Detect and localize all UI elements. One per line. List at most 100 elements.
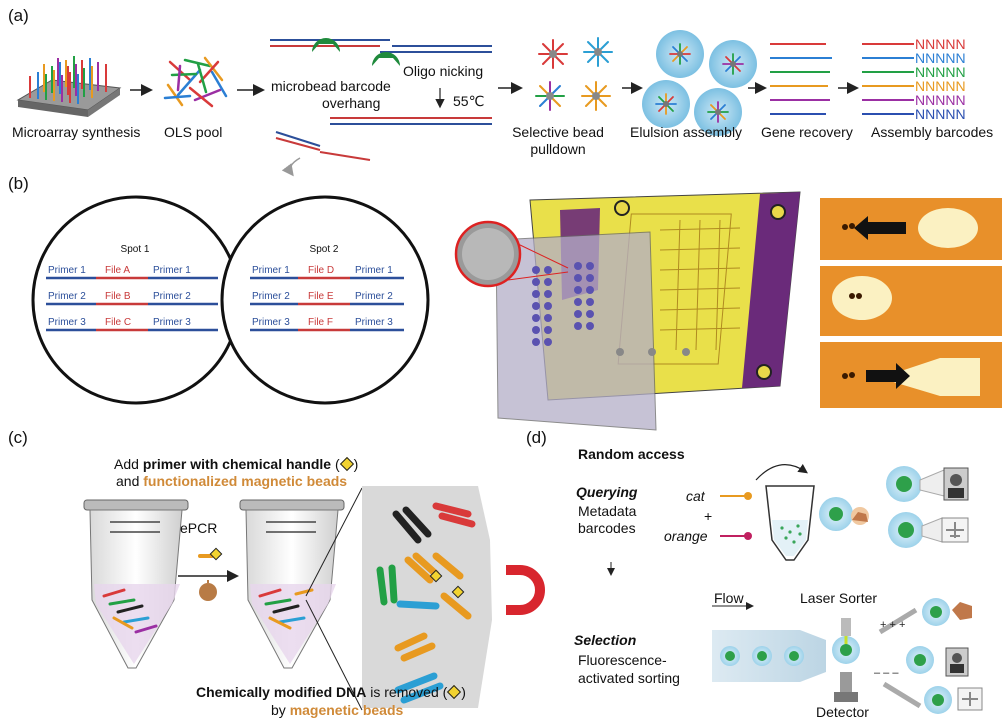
fluorescence-label-1: Fluorescence- — [578, 652, 667, 668]
droplet-frame-3 — [820, 342, 1002, 408]
random-access-label: Random access — [578, 446, 685, 462]
cat-image-icon — [851, 507, 869, 525]
metadata-label-2: barcodes — [578, 520, 636, 536]
microbead-overhang-label-1: microbead barcode — [271, 78, 391, 94]
magnetic-bead-icon — [199, 580, 217, 601]
spot1-row3-right: Primer 3 — [153, 317, 191, 328]
magnet-icon — [506, 565, 545, 615]
spot2-row3-file: File F — [308, 317, 333, 328]
barcode-label-1: NNNNN — [915, 36, 966, 52]
sorted-cell-1 — [922, 598, 972, 626]
assembly-barcode-lines — [862, 43, 914, 115]
assembly-barcodes-label: Assembly barcodes — [871, 124, 994, 140]
spot2-row1-left: Primer 1 — [252, 265, 290, 276]
tube-right-icon — [239, 499, 345, 669]
orange-barcode-icon — [720, 532, 752, 540]
handle-diamond-icon — [339, 456, 354, 472]
zoom-line — [305, 599, 363, 711]
gene-recovery-label: Gene recovery — [761, 124, 853, 140]
barcode-label-2: NNNNN — [915, 50, 966, 66]
curved-arrow — [755, 463, 808, 481]
spot2-row3-left: Primer 3 — [252, 317, 290, 328]
cell-query-icon — [819, 497, 853, 531]
handle-diamond-icon — [447, 684, 462, 700]
nicked-dna-icon — [275, 117, 492, 177]
spot1-row2-left: Primer 2 — [48, 291, 86, 302]
metadata-label-1: Metadata — [578, 503, 637, 519]
microbead-dna-icon — [270, 38, 492, 66]
detector-label: Detector — [816, 704, 869, 720]
sorted-cell-2 — [906, 646, 969, 677]
functionalized-beads-text: and functionalized magnetic beads — [116, 473, 348, 489]
selective-bead-icon — [535, 37, 613, 111]
spot2-title: Spot 2 — [309, 244, 339, 255]
barcode-label-3: NNNNN — [915, 64, 966, 80]
spot1-row1-right: Primer 1 — [153, 265, 191, 276]
svg-text:– – –: – – – — [874, 667, 899, 679]
spot1-row1-file: File A — [105, 265, 131, 276]
querying-label: Querying — [576, 484, 638, 500]
spot2-row1-file: File D — [308, 265, 335, 276]
magnetic-beads-text: by magenetic beads — [271, 702, 404, 718]
gene-recovery-icon — [770, 43, 832, 115]
selective-bead-label-1: Selective bead — [512, 124, 604, 140]
ols-pool-label: OLS pool — [164, 124, 223, 140]
spot2-row3-right: Primer 3 — [355, 317, 393, 328]
flow-label: Flow — [714, 590, 744, 606]
chemically-modified-text: Chemically modified DNA is removed () — [196, 684, 466, 700]
elulsion-assembly-label: Elulsion assembly — [630, 124, 743, 140]
spot2-strands — [250, 276, 404, 332]
cell-result-2 — [888, 512, 969, 548]
spot1-row3-left: Primer 3 — [48, 317, 86, 328]
droplet-frame-1 — [820, 198, 1002, 260]
sort-plates-icon: + + + – – – — [874, 607, 922, 709]
flow-channel-icon — [712, 618, 860, 702]
oligo-nicking-label: Oligo nicking — [403, 63, 484, 79]
test-tube-icon — [765, 485, 815, 561]
spot1-strands — [46, 276, 218, 332]
microarray-plate-icon — [16, 56, 122, 117]
panel-c-letter: (c) — [8, 428, 28, 447]
spot2-row2-file: File E — [308, 291, 334, 302]
spot2-row2-right: Primer 2 — [355, 291, 393, 302]
plus-label: + — [704, 508, 713, 524]
primer-handle-icon — [198, 547, 223, 561]
fluorescence-label-2: activated sorting — [578, 670, 680, 686]
spot1-row3-file: File C — [105, 317, 132, 328]
add-primer-text: Add primer with chemical handle () — [114, 456, 359, 472]
cat-barcode-icon — [720, 492, 752, 500]
barcode-label-4: NNNNN — [915, 78, 966, 94]
zoom-line — [305, 487, 363, 597]
sorted-cell-3 — [924, 686, 983, 714]
barcode-label-5: NNNNN — [915, 92, 966, 108]
svg-text:+ + +: + + + — [880, 619, 905, 631]
spot2-row1-right: Primer 1 — [355, 265, 393, 276]
laser-sorter-label: Laser Sorter — [800, 590, 878, 606]
epcr-label: ePCR — [180, 520, 218, 536]
spot1-row2-file: File B — [105, 291, 131, 302]
orange-label: orange — [664, 528, 708, 544]
spot1-row2-right: Primer 2 — [153, 291, 191, 302]
cat-label: cat — [686, 488, 705, 504]
tube-left-icon — [83, 499, 189, 669]
temperature-label: 55℃ — [453, 93, 485, 109]
zoom-inset — [362, 486, 492, 708]
spot1-title: Spot 1 — [120, 244, 150, 255]
microarray-synthesis-label: Microarray synthesis — [12, 124, 141, 140]
ols-pool-icon — [163, 56, 228, 108]
spot2-circle — [220, 195, 430, 405]
elulsion-bead-icon — [642, 30, 757, 136]
panel-b-letter: (b) — [8, 174, 29, 193]
microfluidic-chip-icon — [454, 191, 801, 431]
barcode-label-6: NNNNN — [915, 106, 966, 122]
microbead-overhang-label-2: overhang — [322, 95, 381, 111]
droplet-frame-2 — [820, 266, 1002, 336]
spot1-row1-left: Primer 1 — [48, 265, 86, 276]
selection-label: Selection — [574, 632, 637, 648]
panel-d-letter: (d) — [526, 428, 547, 447]
panel-a-letter: (a) — [8, 6, 29, 25]
spot2-row2-left: Primer 2 — [252, 291, 290, 302]
selective-bead-label-2: pulldown — [530, 141, 586, 157]
cell-result-1 — [886, 466, 969, 502]
